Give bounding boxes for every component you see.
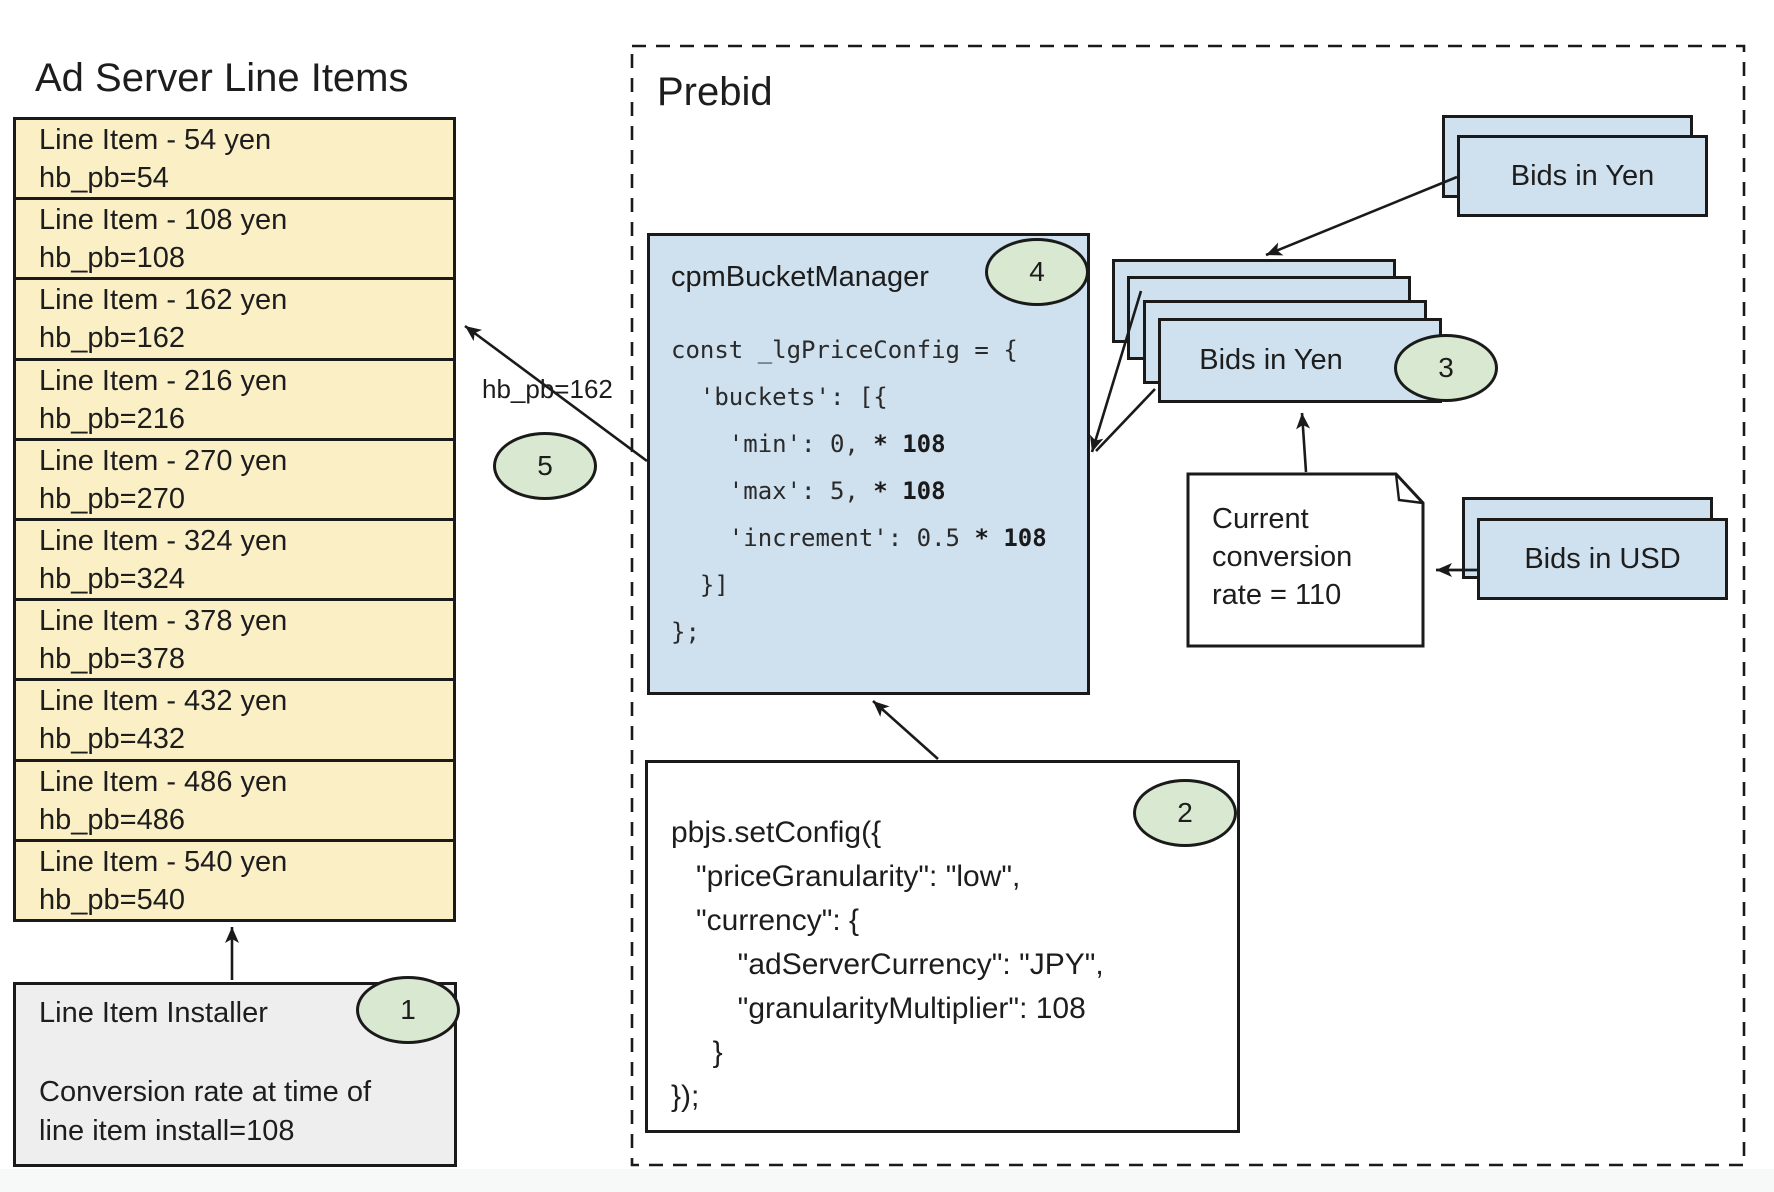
line-item-label: Line Item - 162 yen [39, 284, 288, 317]
pbjs-code-line: } [671, 1036, 723, 1069]
pbjs-code-line: "granularityMultiplier": 108 [671, 992, 1086, 1025]
line-item-row: Line Item - 270 yen hb_pb=270 [16, 441, 453, 522]
line-item-key-value: hb_pb=54 [39, 162, 169, 194]
installer-title: Line Item Installer [39, 997, 268, 1029]
cpm-code-line: }] [671, 571, 729, 599]
step-badge-1: 1 [356, 976, 460, 1044]
cpm-bucket-manager-title: cpmBucketManager [671, 261, 929, 293]
step-badge-4: 4 [985, 238, 1089, 306]
hb-pb-flow-label: hb_pb=162 [482, 374, 613, 404]
line-item-key-value: hb_pb=324 [39, 563, 185, 596]
cpm-code-line: 'max': 5, * 108 [671, 477, 946, 505]
line-item-label: Line Item - 432 yen [39, 685, 288, 718]
step-badge-3: 3 [1394, 334, 1498, 402]
cpm-code-line: const _lgPriceConfig = { [671, 336, 1018, 364]
arrow-pbjs-to-cpm [872, 700, 939, 760]
line-item-label: Line Item - 216 yen [39, 364, 288, 397]
line-item-key-value: hb_pb=216 [39, 402, 185, 435]
conversion-rate-note-text: Current conversion rate = 110 [1212, 500, 1352, 614]
bids-in-yen-top-card: Bids in Yen [1457, 135, 1708, 217]
arrow-yen-stack-to-cpm-2 [1095, 388, 1156, 452]
line-item-label: Line Item - 324 yen [39, 525, 288, 558]
bids-in-usd-card: Bids in USD [1477, 518, 1728, 600]
line-item-row: Line Item - 378 yen hb_pb=378 [16, 601, 453, 682]
step-badge-5: 5 [493, 432, 597, 500]
line-item-label: Line Item - 270 yen [39, 444, 288, 477]
pbjs-code-line: "currency": { [671, 904, 860, 937]
line-item-label: Line Item - 378 yen [39, 605, 288, 638]
arrow-yen-top-to-stack [1265, 175, 1458, 257]
line-item-row: Line Item - 54 yen hb_pb=54 [16, 120, 453, 201]
ad-server-title: Ad Server Line Items [35, 56, 409, 100]
line-item-row: Line Item - 162 yen hb_pb=162 [16, 280, 453, 361]
line-item-row: Line Item - 432 yen hb_pb=432 [16, 681, 453, 762]
cpm-code-line: }; [671, 618, 700, 646]
prebid-title: Prebid [657, 70, 773, 114]
line-item-row: Line Item - 486 yen hb_pb=486 [16, 762, 453, 842]
installer-note-line: line item install=108 [39, 1115, 295, 1147]
line-item-label: Line Item - 540 yen [39, 845, 288, 878]
arrow-note-to-stack [1296, 412, 1311, 473]
line-item-label: Line Item - 108 yen [39, 204, 288, 237]
pbjs-code-line: }); [671, 1080, 700, 1113]
pbjs-code-line: "adServerCurrency": "JPY", [671, 948, 1104, 981]
installer-note-line: Conversion rate at time of [39, 1076, 372, 1108]
cpm-code-line: 'increment': 0.5 * 108 [671, 524, 1047, 552]
line-item-label: Line Item - 486 yen [39, 765, 288, 798]
line-item-row: Line Item - 540 yen hb_pb=540 [16, 842, 453, 919]
step-badge-2: 2 [1133, 779, 1237, 847]
line-item-key-value: hb_pb=162 [39, 322, 185, 355]
conversion-note-line: conversion [1212, 541, 1353, 573]
conversion-note-line: rate = 110 [1212, 579, 1342, 611]
bids-in-usd-label: Bids in USD [1524, 542, 1681, 575]
cpm-code-line: 'buckets': [{ [671, 383, 888, 411]
installer-note: Conversion rate at time of line item inst… [39, 1073, 444, 1151]
line-item-row: Line Item - 324 yen hb_pb=324 [16, 521, 453, 602]
line-item-key-value: hb_pb=486 [39, 803, 185, 836]
line-item-key-value: hb_pb=378 [39, 643, 185, 676]
cpm-code-line: 'min': 0, * 108 [671, 430, 946, 458]
line-item-key-value: hb_pb=270 [39, 482, 185, 515]
line-item-key-value: hb_pb=540 [39, 883, 185, 916]
conversion-note-line: Current [1212, 503, 1309, 535]
pbjs-code-line: "priceGranularity": "low", [671, 860, 1021, 893]
pbjs-code-line: pbjs.setConfig({ [671, 816, 882, 849]
page-bottom-strip [0, 1169, 1774, 1192]
line-item-key-value: hb_pb=432 [39, 723, 185, 756]
line-item-row: Line Item - 216 yen hb_pb=216 [16, 361, 453, 441]
bids-in-yen-top-label: Bids in Yen [1510, 159, 1655, 192]
line-item-key-value: hb_pb=108 [39, 242, 185, 275]
line-item-label: Line Item - 54 yen [39, 124, 272, 156]
pbjs-setconfig-code: pbjs.setConfig({ "priceGranularity": "lo… [671, 811, 1104, 1119]
line-item-row: Line Item - 108 yen hb_pb=108 [16, 200, 453, 281]
cpm-price-config-code: const _lgPriceConfig = { 'buckets': [{ '… [671, 327, 1047, 656]
